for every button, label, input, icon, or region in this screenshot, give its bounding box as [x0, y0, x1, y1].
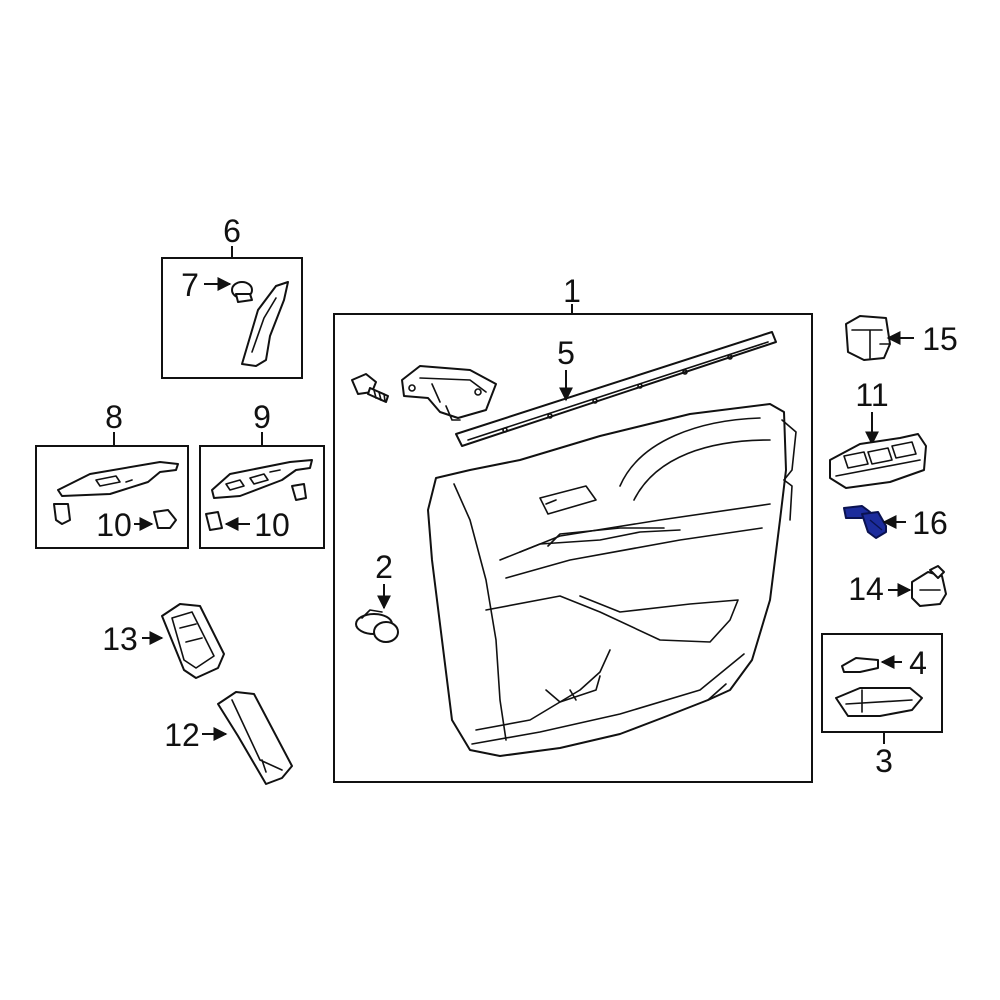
callout-10b[interactable]: 10 — [254, 507, 290, 543]
switch-base-group-8: 8 10 — [35, 399, 189, 549]
lamp-group-3: 3 4 — [821, 633, 943, 779]
lamp-housing-part[interactable] — [835, 687, 923, 717]
switch-base-panel-8-part[interactable] — [57, 461, 179, 497]
callout-2[interactable]: 2 — [375, 549, 393, 585]
callout-box-8 — [35, 445, 189, 549]
callout-8[interactable]: 8 — [105, 399, 123, 435]
clip-8a-part[interactable] — [53, 503, 71, 525]
callout-5[interactable]: 5 — [557, 335, 575, 371]
callout-9[interactable]: 9 — [253, 399, 271, 435]
garnish-part[interactable] — [241, 281, 289, 367]
callout-3[interactable]: 3 — [875, 743, 893, 779]
switch-11-group: 11 — [829, 377, 927, 489]
garnish-group: 6 7 — [161, 213, 303, 379]
lens-part-4[interactable] — [841, 657, 879, 673]
switch-15-group: 15 — [845, 315, 958, 361]
door-trim-panel-group: 1 5 — [333, 273, 813, 783]
callout-6[interactable]: 6 — [223, 213, 241, 249]
callout-7[interactable]: 7 — [181, 267, 199, 303]
callout-4[interactable]: 4 — [909, 645, 927, 681]
callout-12[interactable]: 12 — [164, 717, 200, 753]
callout-box-3 — [821, 633, 943, 733]
clip-9a-part[interactable] — [291, 483, 307, 501]
clip-part[interactable] — [355, 609, 399, 643]
switch-base-group-9: 9 10 — [199, 399, 325, 549]
door-trim-panel-part[interactable] — [427, 403, 797, 757]
highlighted-bulb-part[interactable] — [843, 505, 887, 539]
callout-1[interactable]: 1 — [563, 273, 581, 309]
callout-11[interactable]: 11 — [855, 377, 888, 413]
callout-15[interactable]: 15 — [922, 321, 958, 357]
lamp-part-13[interactable] — [161, 603, 225, 679]
bolt-part[interactable] — [351, 373, 389, 403]
socket-part-14[interactable] — [911, 565, 947, 607]
belt-weatherstrip-part[interactable] — [455, 331, 777, 447]
cover-part-12[interactable] — [217, 691, 293, 785]
callout-16[interactable]: 16 — [912, 505, 948, 541]
bulb-16-group: 16 — [843, 505, 948, 541]
power-window-switch-part[interactable] — [829, 433, 927, 489]
callout-13[interactable]: 13 — [102, 621, 138, 657]
clip-9b-part[interactable] — [205, 511, 223, 531]
callout-14[interactable]: 14 — [848, 571, 884, 607]
clip-8b-part[interactable] — [153, 509, 177, 529]
lamp-group-13: 13 — [102, 603, 225, 679]
callout-10a[interactable]: 10 — [96, 507, 132, 543]
socket-14-group: 14 — [848, 565, 947, 607]
inside-handle-bracket-part[interactable] — [401, 365, 497, 421]
switch-base-panel-9-part[interactable] — [211, 459, 313, 499]
switch-part-15[interactable] — [845, 315, 891, 361]
garnish-clip-part[interactable] — [231, 281, 253, 303]
cover-group-12: 12 — [164, 691, 293, 785]
